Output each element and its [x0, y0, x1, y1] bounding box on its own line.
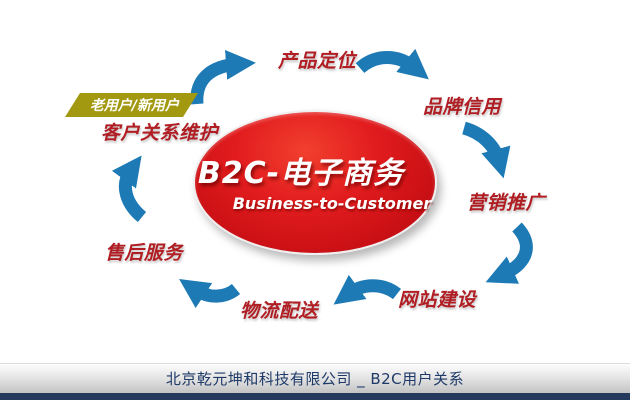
center-ellipse: B2C-电子商务 Business-to-Customer [193, 110, 437, 255]
company-caption: 北京乾元坤和科技有限公司 _ B2C用户关系 [165, 370, 465, 388]
center-subtitle: Business-to-Customer [232, 194, 432, 213]
node-product: 产品定位 [278, 50, 357, 72]
arrow-crm-to-product [190, 49, 256, 105]
node-website: 网站建设 [398, 289, 477, 311]
arrow-product-to-brand [355, 48, 429, 80]
arrow-website-to-logistics [333, 274, 402, 305]
arrow-aftersale-to-crm [111, 155, 147, 223]
arrow-brand-to-marketing [461, 121, 511, 179]
users-banner-label: 老用户/新用户 [89, 98, 180, 114]
arrow-marketing-to-website [485, 222, 533, 284]
center-title: B2C-电子商务 [197, 156, 405, 191]
node-marketing: 营销推广 [467, 192, 546, 214]
node-brand: 品牌信用 [423, 96, 502, 118]
footer-bar: 北京乾元坤和科技有限公司 _ B2C用户关系 [0, 363, 630, 393]
users-banner: 老用户/新用户 [65, 93, 198, 117]
node-crm: 客户关系维护 [101, 122, 219, 144]
footer-strip [0, 393, 630, 400]
arrow-logistics-to-aftersale [179, 279, 241, 309]
node-aftersale: 售后服务 [105, 242, 184, 264]
node-logistics: 物流配送 [240, 300, 319, 322]
